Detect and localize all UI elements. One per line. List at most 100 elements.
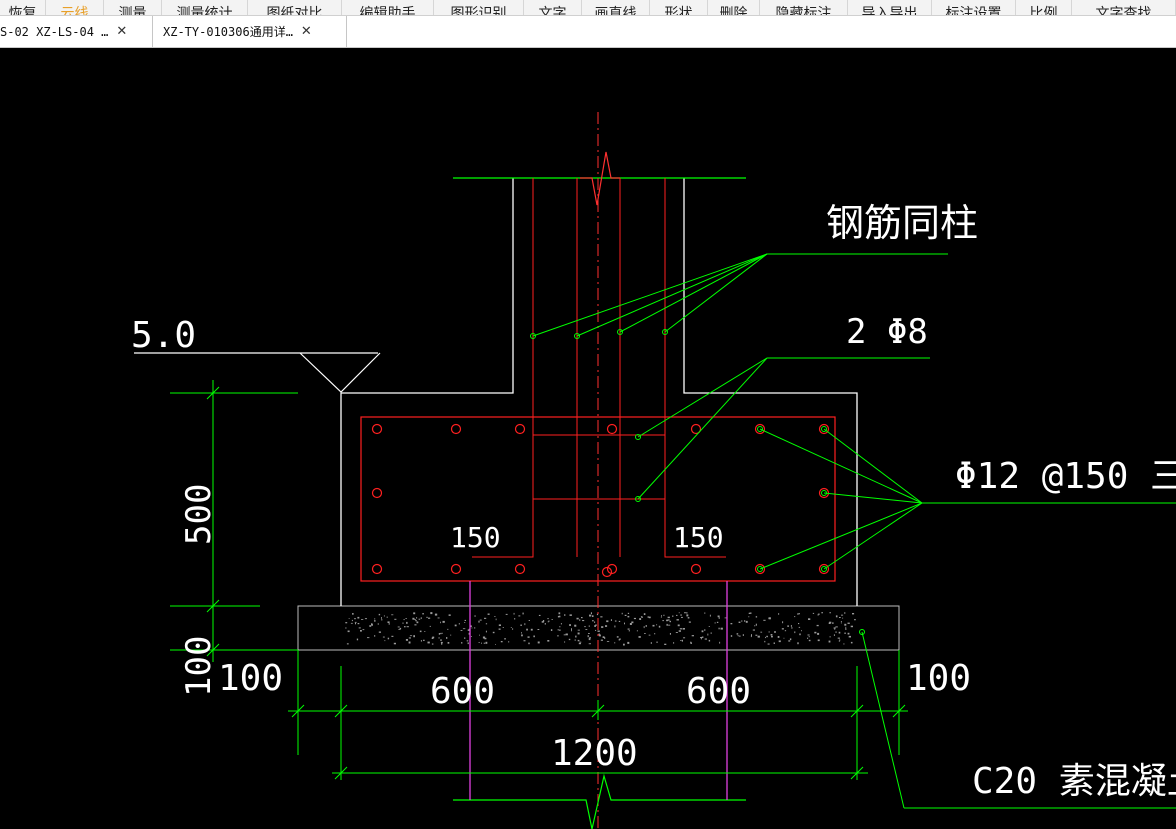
bedding-speckle [778, 640, 781, 643]
bedding-speckle [374, 620, 376, 622]
leader-rebar-same-as-column [532, 253, 948, 337]
bedding-speckle [565, 633, 568, 636]
bedding-speckle [683, 637, 686, 639]
bedding-speckle [478, 620, 480, 623]
toolbar-annotation-settings-button[interactable]: 标注设置 [932, 0, 1016, 15]
bedding-speckle [782, 621, 784, 624]
bedding-speckle [347, 630, 350, 633]
bedding-speckle [847, 632, 850, 635]
bedding-speckle [523, 640, 526, 642]
toolbar-draw-line-button[interactable]: 画直线 [582, 0, 650, 15]
bedding-speckle [448, 614, 451, 616]
toolbar-compare-button[interactable]: 图纸对比 [248, 0, 342, 15]
bedding-speckle [428, 617, 431, 619]
bedding-speckle [718, 627, 720, 630]
bedding-speckle [355, 622, 356, 625]
leader-phi12 [759, 428, 1176, 570]
leader-endpoint [635, 434, 641, 440]
bedding-speckle [495, 618, 497, 621]
bedding-speckle [432, 636, 435, 639]
bedding-speckle [816, 624, 819, 627]
bedding-speckle [414, 624, 417, 626]
bedding-speckle [577, 632, 580, 635]
toolbar-hide-annotation-button[interactable]: 隐藏标注 [760, 0, 848, 15]
bedding-speckle [701, 630, 704, 633]
toolbar-shape-button[interactable]: 形状 [650, 0, 708, 15]
close-icon[interactable]: ✕ [300, 24, 312, 39]
tab-document-1[interactable]: S-02 XZ-LS-04 … ✕ [0, 16, 153, 47]
leader-endpoint [617, 329, 623, 335]
bedding-speckle [527, 636, 530, 638]
document-tab-bar: S-02 XZ-LS-04 … ✕ XZ-TY-010306通用详… ✕ [0, 16, 1176, 48]
bedding-speckle [498, 628, 501, 630]
bedding-speckle [737, 635, 739, 637]
bedding-speckle [677, 624, 680, 627]
bedding-speckle [750, 635, 752, 638]
bedding-speckle [807, 637, 809, 639]
bedding-speckle [828, 640, 831, 643]
toolbar-import-export-button[interactable]: 导入导出 [848, 0, 932, 15]
bedding-speckle [797, 642, 799, 645]
bedding-speckle [461, 642, 463, 644]
toolbar-scale-button[interactable]: 比例 [1016, 0, 1072, 15]
toolbar-measure-stats-button[interactable]: 测量统计 [162, 0, 248, 15]
bedding-speckle [686, 614, 689, 617]
toolbar-find-text-button[interactable]: 文字查找 [1072, 0, 1176, 15]
bedding-speckle [707, 633, 709, 636]
bedding-speckle [423, 639, 425, 641]
height-100-label: 100 [179, 636, 219, 697]
bedding-speckle [413, 612, 416, 615]
bedding-speckle [588, 643, 591, 645]
bedding-speckle [676, 619, 679, 621]
bedding-speckle [551, 619, 553, 620]
bedding-speckle [790, 625, 792, 627]
bedding-speckle [661, 615, 662, 617]
hook-length-right: 150 [673, 521, 724, 554]
bedding-speckle [656, 624, 658, 626]
toolbar-delete-button[interactable]: 删除 [708, 0, 760, 15]
break-symbol-bottom [453, 773, 746, 829]
bedding-speckle [558, 615, 561, 618]
bedding-speckle [844, 632, 846, 634]
bedding-speckle [675, 632, 678, 633]
bedding-speckle [817, 639, 820, 642]
bedding-speckle [680, 640, 682, 641]
close-icon[interactable]: ✕ [116, 24, 128, 39]
bedding-speckle [644, 633, 646, 634]
bedding-speckle [631, 621, 634, 624]
toolbar-edit-helper-button[interactable]: 编辑助手 [342, 0, 434, 15]
bedding-speckle [829, 612, 831, 614]
bedding-speckle [374, 635, 376, 637]
bedding-speckle [377, 623, 379, 625]
rebar-dot [690, 563, 702, 575]
bedding-speckle [765, 636, 766, 639]
bedding-speckle [624, 614, 627, 616]
bedding-speckle [838, 631, 841, 634]
bedding-speckle [755, 623, 757, 626]
toolbar-recognize-button[interactable]: 图形识别 [434, 0, 524, 15]
rebar-dot [371, 563, 383, 575]
bedding-speckle [640, 616, 643, 618]
bedding-speckle [852, 613, 855, 615]
bedding-speckle [483, 642, 486, 644]
bedding-speckle [533, 635, 535, 638]
toolbar-restore-button[interactable]: 恢复 [0, 0, 46, 15]
bedding-speckle [478, 642, 480, 643]
drawing-canvas[interactable]: 5.0 500 100 150 150 [0, 48, 1176, 829]
bedding-speckle [440, 639, 442, 641]
bedding-speckle [760, 631, 763, 633]
bedding-speckle [578, 642, 581, 645]
tab-document-2[interactable]: XZ-TY-010306通用详… ✕ [153, 16, 347, 47]
bedding-speckle [798, 623, 800, 625]
bedding-speckle [579, 619, 581, 621]
bedding-speckle [420, 617, 422, 619]
toolbar-text-button[interactable]: 文字 [524, 0, 582, 15]
toolbar-cloud-line-button[interactable]: 云线 [46, 0, 104, 15]
bedding-speckle [798, 626, 801, 628]
toolbar-measure-button[interactable]: 测量 [104, 0, 162, 15]
bedding-speckle [481, 642, 482, 644]
bedding-speckle [571, 629, 572, 632]
bedding-speckle [643, 613, 646, 615]
bedding-speckle [658, 625, 661, 628]
bedding-speckle [601, 626, 604, 628]
